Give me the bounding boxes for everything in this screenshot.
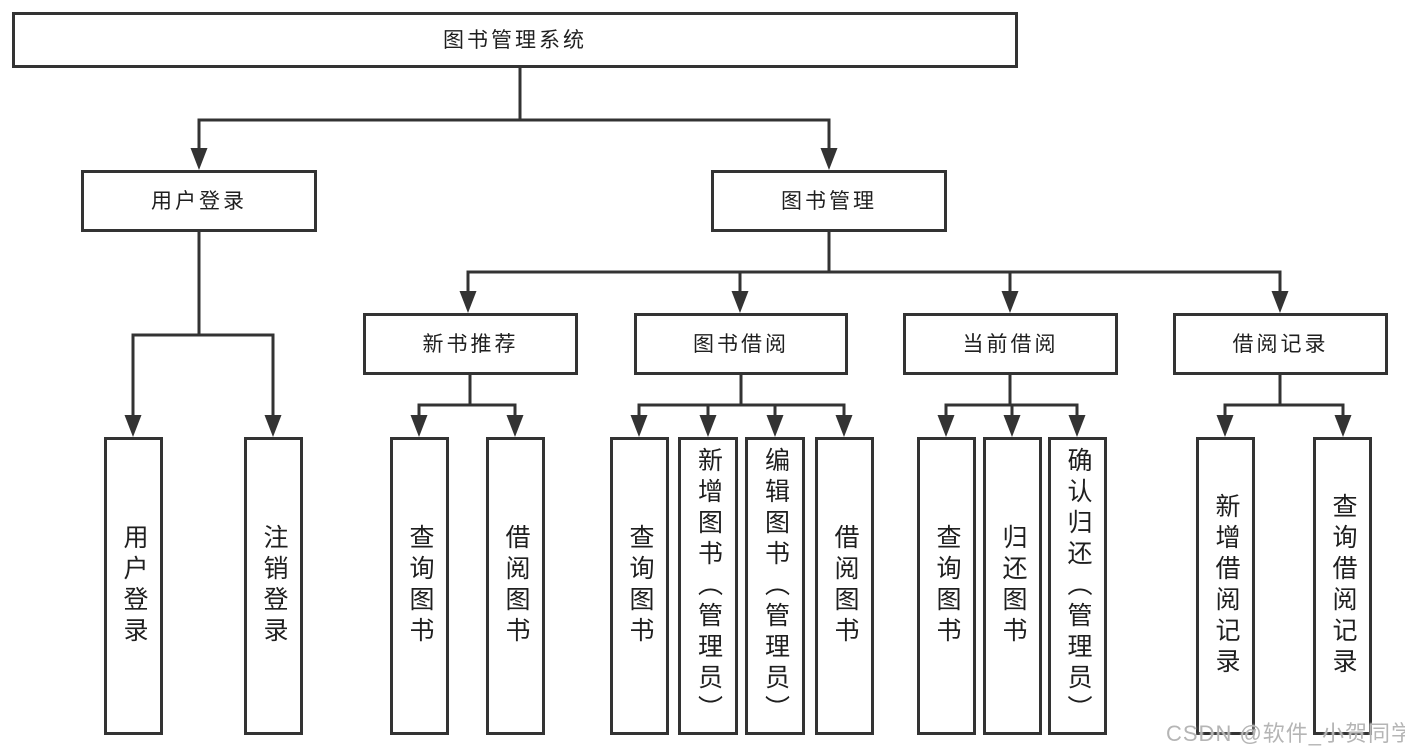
leaf-records-add-record: 新增借阅记录 [1196, 437, 1255, 735]
leaf-current-return-books-label: 归还图书 [999, 524, 1027, 648]
leaf-borrow-add-books-admin-label: 新增图书（管理员） [694, 446, 723, 726]
node-new-book-recommend-label: 新书推荐 [422, 332, 519, 356]
leaf-newbook-query-books: 查询图书 [390, 437, 449, 735]
leaf-logout: 注销登录 [244, 437, 303, 735]
leaf-newbook-borrow-books: 借阅图书 [486, 437, 545, 735]
leaf-current-query-books-label: 查询图书 [933, 524, 961, 648]
leaf-logout-label: 注销登录 [260, 524, 288, 648]
leaf-records-query-record-label: 查询借阅记录 [1329, 493, 1357, 679]
node-current-borrow: 当前借阅 [903, 313, 1118, 375]
connector-current-children [937, 375, 1086, 437]
leaf-current-confirm-return-admin: 确认归还（管理员） [1048, 437, 1107, 735]
node-borrow-records: 借阅记录 [1173, 313, 1388, 375]
connector-root-to-level2 [190, 68, 838, 170]
node-borrow-records-label: 借阅记录 [1232, 332, 1329, 356]
node-system-root: 图书管理系统 [12, 12, 1018, 68]
node-book-management-label: 图书管理 [781, 189, 877, 213]
connector-user-login-children [124, 230, 282, 437]
leaf-current-query-books: 查询图书 [917, 437, 976, 735]
csdn-watermark: CSDN @软件_小贺同学 [1166, 721, 1405, 746]
leaf-borrow-edit-books-admin-label: 编辑图书（管理员） [761, 446, 790, 726]
node-book-borrow: 图书借阅 [634, 313, 848, 375]
node-book-management: 图书管理 [711, 170, 947, 232]
leaf-borrow-add-books-admin: 新增图书（管理员） [678, 437, 738, 735]
connector-records-children [1216, 375, 1352, 437]
node-system-root-label: 图书管理系统 [443, 28, 587, 52]
node-new-book-recommend: 新书推荐 [363, 313, 578, 375]
leaf-newbook-borrow-books-label: 借阅图书 [502, 524, 530, 648]
leaf-newbook-query-books-label: 查询图书 [406, 524, 434, 648]
connector-borrow-children [630, 375, 853, 437]
node-user-login-label: 用户登录 [151, 189, 247, 213]
leaf-current-confirm-return-admin-label: 确认归还（管理员） [1064, 446, 1092, 726]
leaf-borrow-query-books: 查询图书 [610, 437, 669, 735]
node-book-borrow-label: 图书借阅 [693, 332, 789, 356]
node-current-borrow-label: 当前借阅 [962, 332, 1059, 356]
leaf-records-query-record: 查询借阅记录 [1313, 437, 1372, 735]
connector-new-book-children [410, 375, 524, 437]
leaf-borrow-borrow-books: 借阅图书 [815, 437, 874, 735]
leaf-user-login-label: 用户登录 [120, 524, 148, 648]
leaf-borrow-borrow-books-label: 借阅图书 [831, 524, 859, 648]
leaf-records-add-record-label: 新增借阅记录 [1212, 493, 1240, 679]
leaf-borrow-edit-books-admin: 编辑图书（管理员） [745, 437, 805, 735]
leaf-current-return-books: 归还图书 [983, 437, 1042, 735]
leaf-borrow-query-books-label: 查询图书 [626, 524, 654, 648]
connector-book-mgmt-children [459, 230, 1289, 313]
leaf-user-login: 用户登录 [104, 437, 163, 735]
node-user-login: 用户登录 [81, 170, 317, 232]
